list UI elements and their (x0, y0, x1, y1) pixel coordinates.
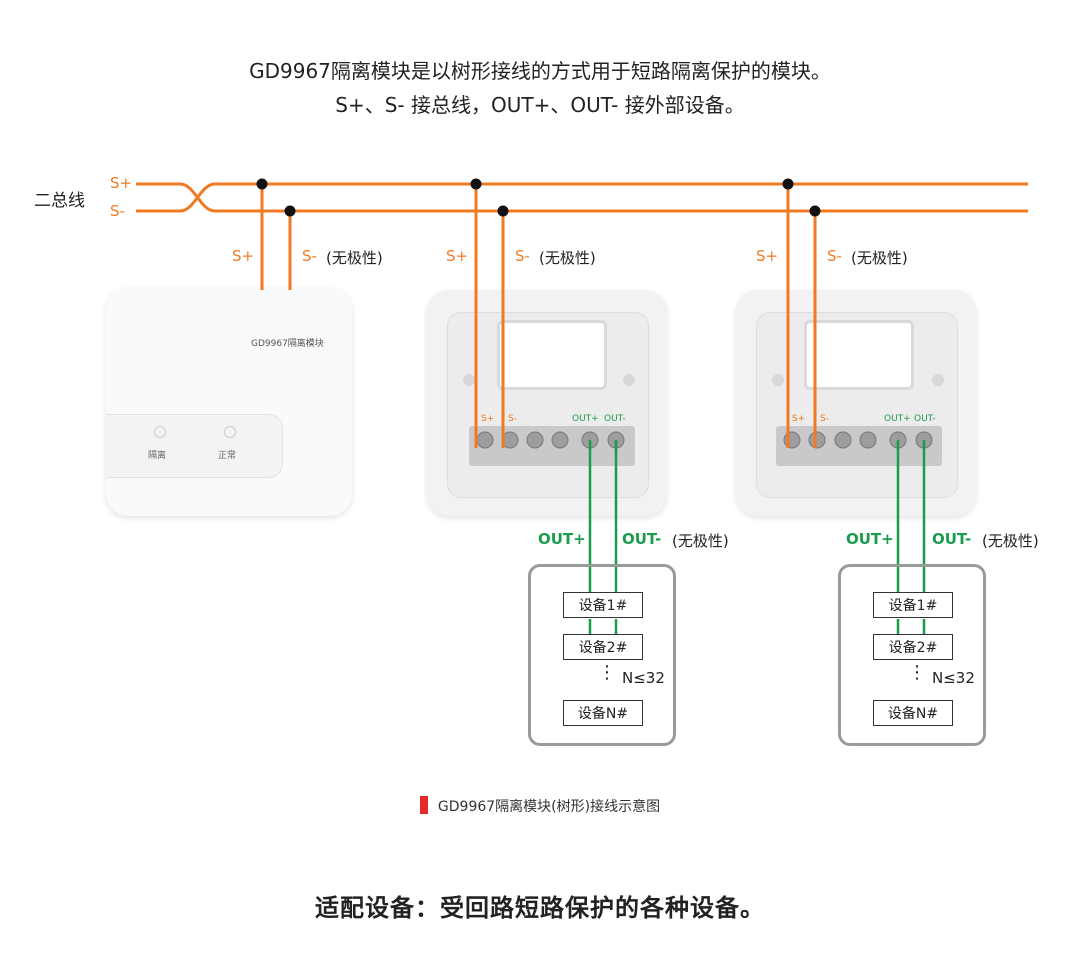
figure-caption: GD9967隔离模块(树形)接线示意图 (0, 796, 1080, 816)
device-limit-label: N≤32 (622, 669, 665, 687)
terminal-screws-3 (783, 431, 933, 449)
device-limit-label: N≤32 (932, 669, 975, 687)
out-3-plus-label: OUT+ (846, 530, 894, 548)
base-window (497, 320, 607, 390)
device-2-box: 设备2# (563, 634, 643, 660)
terminal-splus-label: S+ (481, 414, 495, 424)
bus-label: 二总线 (34, 191, 85, 211)
module-name: GD9967隔离模块 (251, 339, 324, 349)
screw-hole-icon (772, 374, 784, 386)
device-2-box: 设备2# (873, 634, 953, 660)
bus-splus-label: S+ (110, 174, 133, 192)
out-3-minus-label: OUT- (932, 530, 972, 548)
intro-line-1: GD9967隔离模块是以树形接线的方式用于短路隔离保护的模块。 (249, 59, 831, 83)
footer-text: 适配设备：受回路短路保护的各种设备。 (315, 894, 765, 922)
device-group-2 (528, 564, 676, 746)
led-isolate-label: 隔离 (148, 451, 167, 461)
ellipsis-icon: ⋮ (908, 662, 926, 683)
module-indicator-panel (106, 414, 283, 478)
module-base-2 (427, 290, 667, 516)
bus-sminus-label: S- (110, 202, 125, 220)
module-2-splus-label: S+ (446, 247, 469, 265)
led-isolate-icon (154, 426, 166, 438)
led-normal-label: 正常 (218, 451, 237, 461)
terminal-outminus-label: OUT- (604, 414, 626, 424)
module-1-splus-label: S+ (232, 247, 255, 265)
terminal-sminus-label: S- (820, 414, 829, 424)
module-2-sminus-label: S- (515, 247, 530, 265)
intro-line-2: S+、S- 接总线，OUT+、OUT- 接外部设备。 (335, 93, 745, 117)
terminal-outplus-label: OUT+ (572, 414, 599, 424)
device-1-box: 设备1# (563, 592, 643, 618)
module-2-nonpolar-label: (无极性) (539, 249, 596, 267)
module-3-sminus-label: S- (827, 247, 842, 265)
bus-junctions (256, 178, 821, 217)
out-2-nonpolar-label: (无极性) (672, 532, 729, 550)
terminal-outplus-label: OUT+ (884, 414, 911, 424)
device-1-box: 设备1# (873, 592, 953, 618)
screw-hole-icon (932, 374, 944, 386)
out-3-nonpolar-label: (无极性) (982, 532, 1039, 550)
device-n-box: 设备N# (873, 700, 953, 726)
caption-text: GD9967隔离模块(树形)接线示意图 (437, 799, 661, 815)
out-2-minus-label: OUT- (622, 530, 662, 548)
screw-hole-icon (623, 374, 635, 386)
bus-wires (136, 182, 1028, 448)
device-group-3 (838, 564, 986, 746)
terminal-splus-label: S+ (792, 414, 806, 424)
base-window (804, 320, 914, 390)
terminal-block (776, 426, 942, 466)
module-base-3 (736, 290, 976, 516)
screw-hole-icon (463, 374, 475, 386)
caption-mark-icon (419, 796, 428, 814)
led-normal-icon (224, 426, 236, 438)
module-3-nonpolar-label: (无极性) (851, 249, 908, 267)
module-3-splus-label: S+ (756, 247, 779, 265)
terminal-outminus-label: OUT- (914, 414, 936, 424)
bus-splus-twist (136, 182, 230, 213)
bus-sminus-twist (136, 182, 230, 213)
terminal-screws-2 (476, 431, 625, 449)
terminal-sminus-label: S- (508, 414, 517, 424)
module-1-sminus-label: S- (302, 247, 317, 265)
device-n-box: 设备N# (563, 700, 643, 726)
module-1-nonpolar-label: (无极性) (326, 249, 383, 267)
isolator-module: GD9967隔离模块 隔离 正常 (106, 288, 352, 516)
out-2-plus-label: OUT+ (538, 530, 586, 548)
terminal-block (469, 426, 635, 466)
ellipsis-icon: ⋮ (598, 662, 616, 683)
